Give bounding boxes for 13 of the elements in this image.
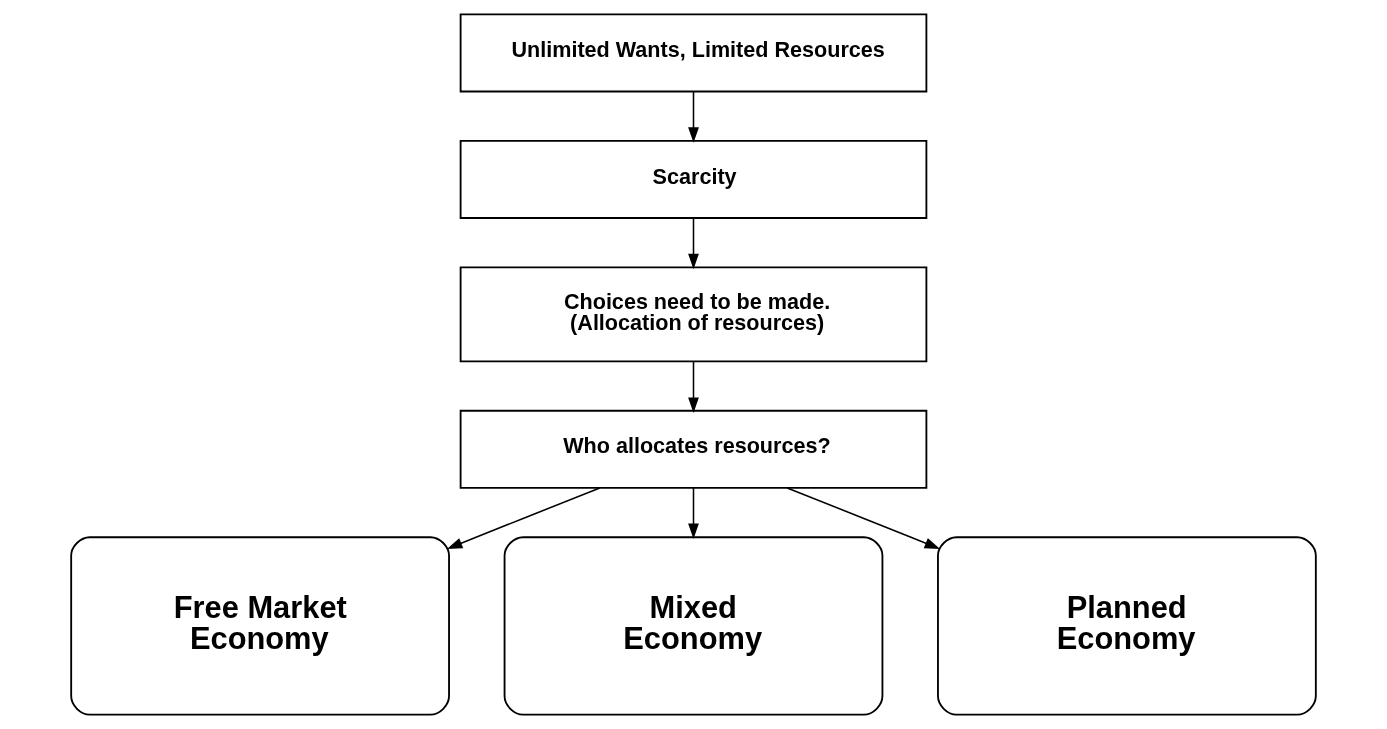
arrow	[688, 90, 699, 143]
arrow	[446, 487, 601, 549]
node-box: Unlimited Wants, Limited Resources	[459, 13, 928, 93]
node-box: Mixed Economy	[503, 536, 884, 716]
node-box: Free Market Economy	[70, 536, 450, 716]
node-box: Choices need to be made. (Allocation of resources)	[459, 266, 928, 363]
arrow	[786, 487, 941, 549]
node-box: Scarcity	[459, 139, 928, 219]
node-box: Who allocates resources?	[459, 409, 928, 489]
arrow	[688, 487, 699, 539]
arrow	[688, 217, 699, 270]
arrow	[688, 361, 699, 413]
node-box: Planned Economy	[937, 536, 1317, 716]
